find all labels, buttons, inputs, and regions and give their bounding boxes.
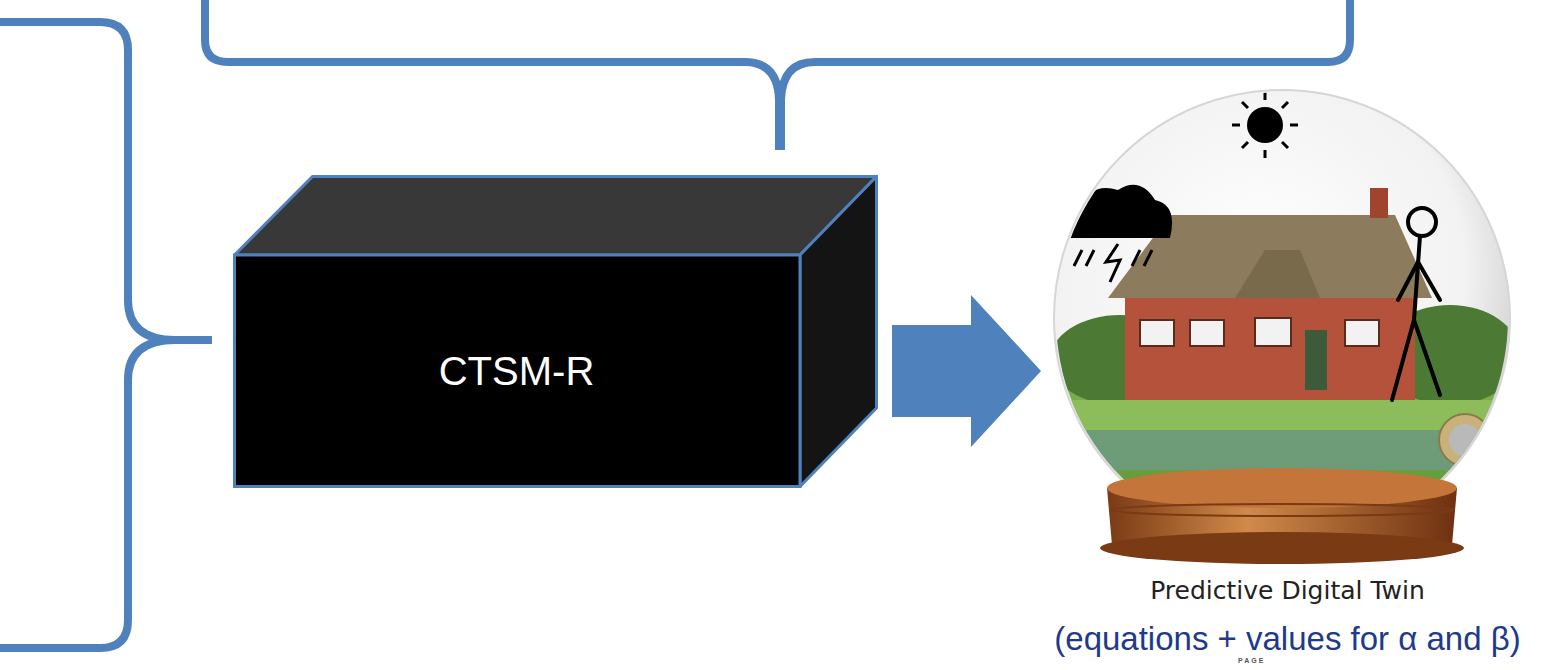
block-3d-shape (233, 175, 878, 488)
block-arrow (892, 295, 1041, 447)
page-mark: PAGE (1238, 657, 1265, 664)
process-block: CTSM-R (233, 175, 878, 488)
digital-twin: Predictive Digital Twin (equations + valu… (1035, 85, 1540, 670)
twin-caption: (equations + values for α and β) (1035, 618, 1540, 660)
block-label: CTSM-R (233, 255, 800, 488)
left-brace (0, 22, 212, 648)
twin-title: Predictive Digital Twin (1035, 574, 1540, 606)
